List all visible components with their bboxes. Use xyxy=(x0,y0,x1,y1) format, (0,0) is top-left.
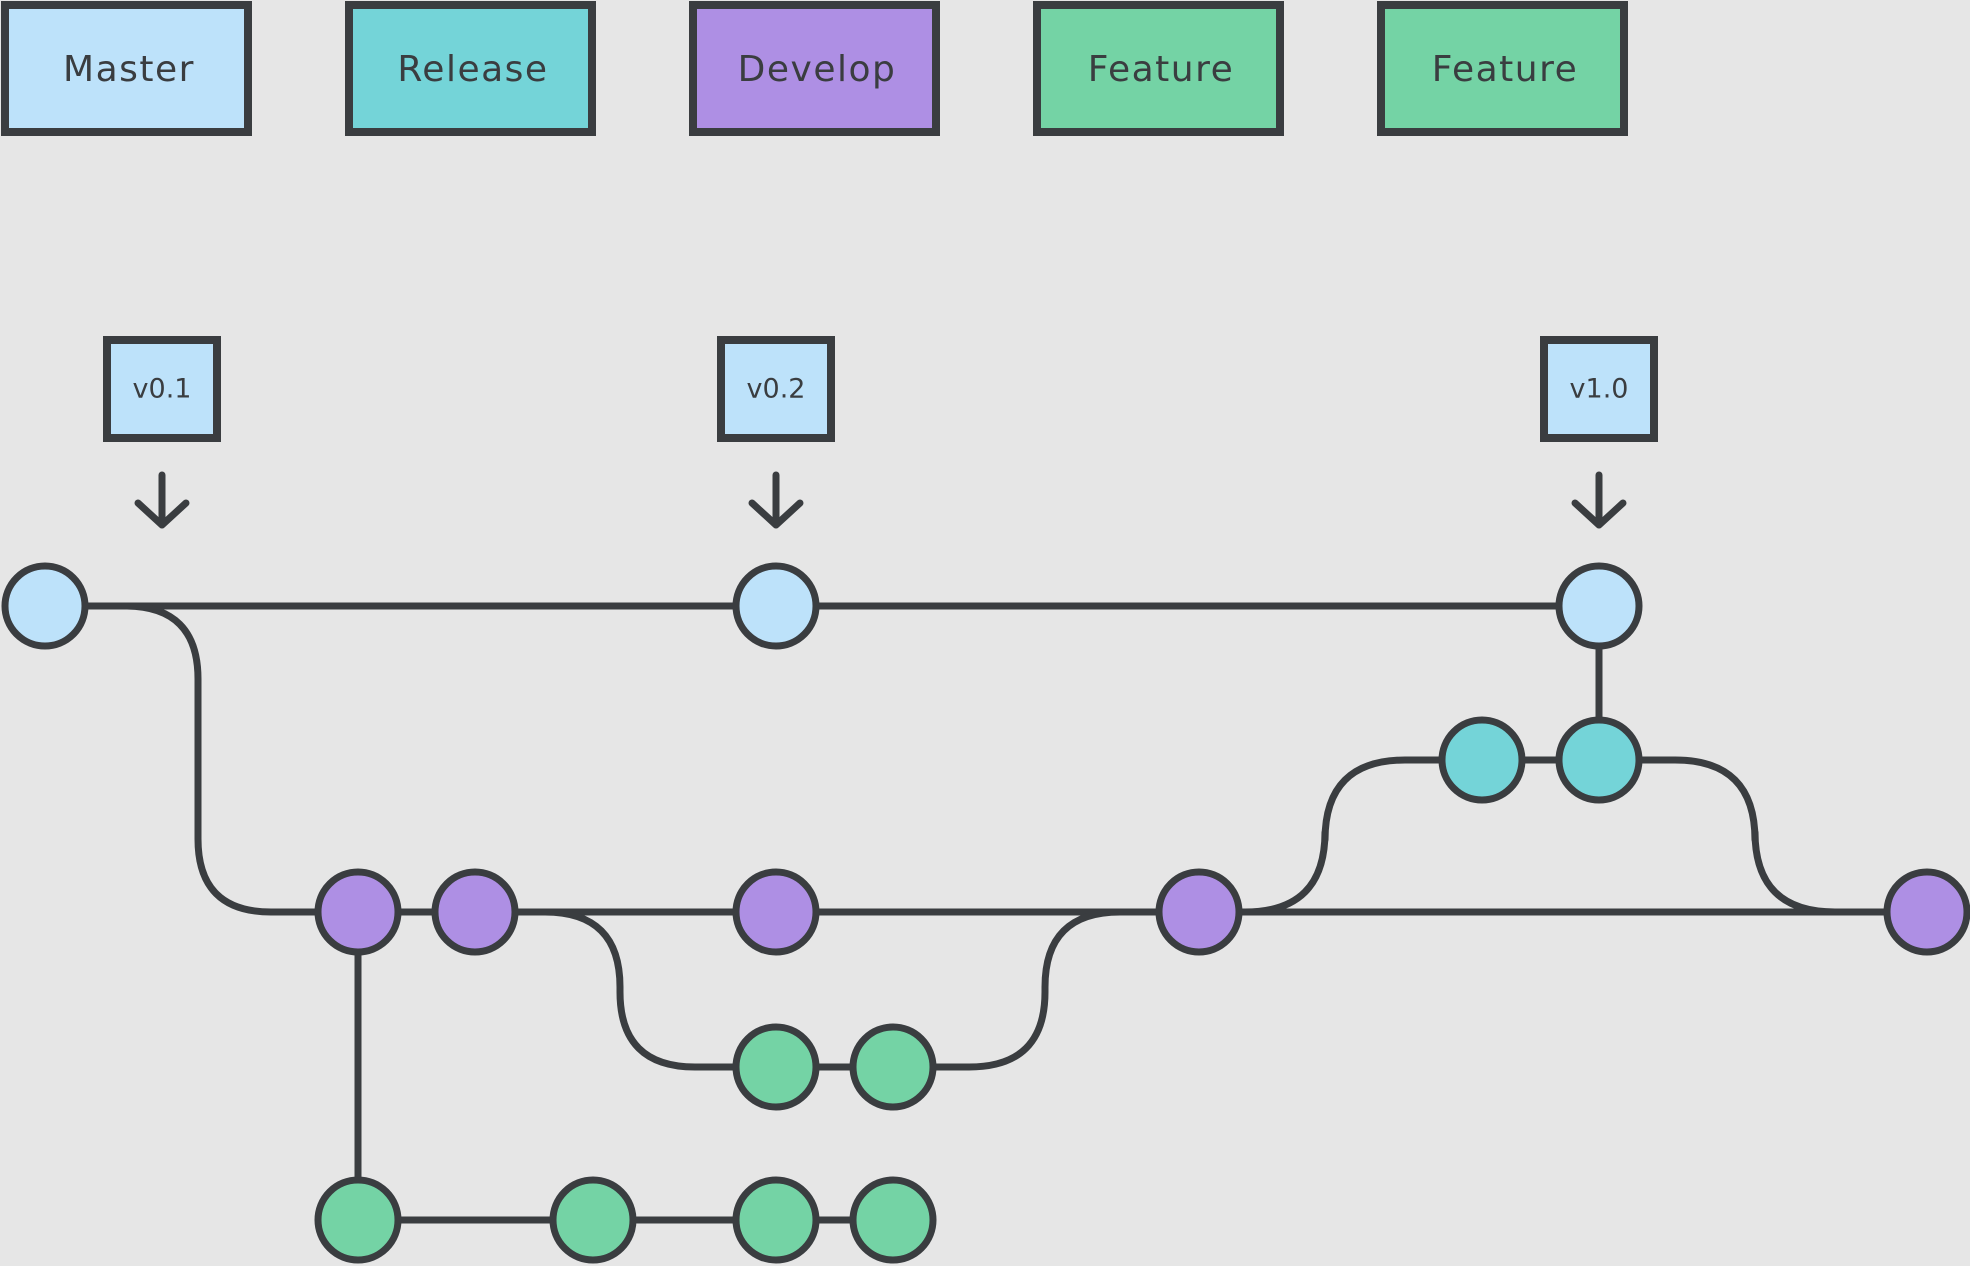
commit-feature xyxy=(732,1176,820,1264)
tag-box-v1-0 xyxy=(1540,336,1658,442)
edge-release-loop xyxy=(1241,756,1839,916)
version-tags: v0.1 v0.2 v1.0 xyxy=(103,336,1658,529)
branch-legend: Master Release Develop Feature Feature xyxy=(1,1,1628,136)
commit-master xyxy=(1555,562,1643,650)
legend-item-feature-2: Feature xyxy=(1377,1,1628,136)
tag-label-v0-2: v0.2 xyxy=(747,374,806,405)
commit-develop xyxy=(1155,868,1243,956)
legend-label-master: Master xyxy=(63,49,195,90)
commit-feature xyxy=(314,1176,402,1264)
commit-feature xyxy=(849,1176,937,1264)
commit-develop xyxy=(431,868,519,956)
tag-v1-0: v1.0 xyxy=(1540,336,1658,529)
edge-feature-middle-loop xyxy=(541,908,1124,1071)
commit-feature xyxy=(849,1023,937,1111)
legend-label-feature-2: Feature xyxy=(1432,49,1579,90)
tag-box-v0-2 xyxy=(717,336,835,442)
legend-swatch-feature-1 xyxy=(1033,1,1284,136)
legend-label-feature-1: Feature xyxy=(1088,49,1235,90)
commit-master xyxy=(732,562,820,650)
legend-swatch-feature-2 xyxy=(1377,1,1628,136)
legend-item-feature-1: Feature xyxy=(1033,1,1284,136)
arrow-down-icon xyxy=(134,471,190,529)
commit-feature xyxy=(732,1023,820,1111)
legend-swatch-develop xyxy=(689,1,940,136)
edge-master-to-develop xyxy=(121,602,362,916)
commits xyxy=(1,562,1970,1264)
commit-develop xyxy=(314,868,402,956)
legend-label-develop: Develop xyxy=(738,49,897,90)
legend-label-release: Release xyxy=(397,49,548,90)
legend-item-release: Release xyxy=(345,1,596,136)
legend-item-develop: Develop xyxy=(689,1,940,136)
legend-swatch-release xyxy=(345,1,596,136)
tag-v0-1: v0.1 xyxy=(103,336,221,529)
tag-v0-2: v0.2 xyxy=(717,336,835,529)
legend-item-master: Master xyxy=(1,1,252,136)
commit-master xyxy=(1,562,89,650)
branch-edges xyxy=(41,602,1931,1224)
commit-release xyxy=(1555,716,1643,804)
commit-release xyxy=(1438,716,1526,804)
commit-feature xyxy=(549,1176,637,1264)
arrow-down-icon xyxy=(1571,471,1627,529)
tag-label-v0-1: v0.1 xyxy=(133,374,192,405)
commit-develop xyxy=(1883,868,1970,956)
commit-develop xyxy=(732,868,820,956)
tag-label-v1-0: v1.0 xyxy=(1570,374,1629,405)
arrow-down-icon xyxy=(748,471,804,529)
tag-box-v0-1 xyxy=(103,336,221,442)
legend-swatch-master xyxy=(1,1,252,136)
